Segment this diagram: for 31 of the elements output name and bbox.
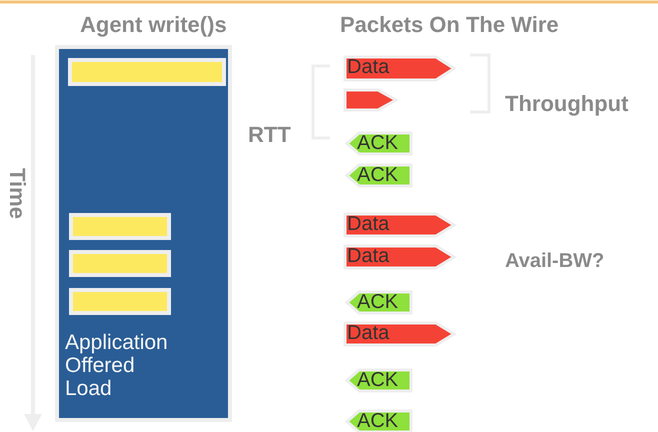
column-heading: Packets On The Wire <box>340 12 559 38</box>
write-block <box>69 250 171 277</box>
interval-label: RTT <box>248 122 291 148</box>
data-packet <box>343 55 456 82</box>
ack-packet <box>345 131 413 156</box>
application-panel <box>55 45 232 422</box>
write-block <box>69 288 171 315</box>
interval-label: Throughput <box>505 91 628 117</box>
packet-label: Data <box>347 213 390 235</box>
packet-label: ACK <box>357 164 398 186</box>
packet-label: Data <box>347 56 390 78</box>
packet-label: ACK <box>357 369 398 391</box>
note-label: Avail-BW? <box>505 250 604 273</box>
write-block <box>69 213 171 240</box>
ack-packet <box>345 163 413 188</box>
data-packet <box>343 212 456 238</box>
write-block <box>68 58 226 86</box>
packet-label: ACK <box>357 410 398 432</box>
data-packet <box>343 244 456 270</box>
packet-label: Data <box>347 245 390 267</box>
data-packet <box>343 321 456 347</box>
panel-caption: Application Offered Load <box>65 331 169 400</box>
ack-packet <box>345 368 413 393</box>
ack-packet <box>345 409 413 432</box>
packet-label: ACK <box>357 291 398 313</box>
column-heading: Agent write()s <box>80 12 227 38</box>
axis-label: Time <box>4 168 30 219</box>
ack-packet <box>345 290 413 315</box>
packet-label: Data <box>347 322 390 344</box>
data-packet <box>343 88 398 112</box>
packet-label: ACK <box>357 132 398 154</box>
